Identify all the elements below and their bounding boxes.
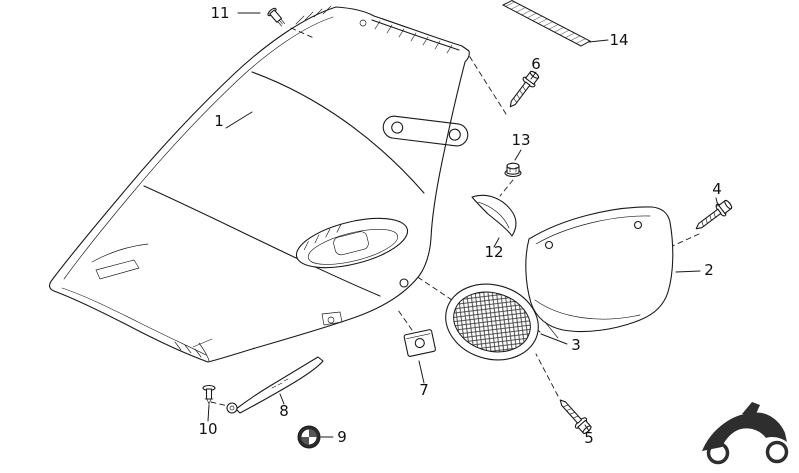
- part-13-nut: [504, 162, 522, 178]
- part-2-side-cover-panel: [525, 206, 674, 339]
- callout-4[interactable]: 4: [712, 180, 722, 198]
- part-12-trim-strip: [471, 194, 517, 237]
- callout-12[interactable]: 12: [484, 243, 503, 261]
- leader-lines: [207, 12, 719, 438]
- callout-6[interactable]: 6: [531, 55, 541, 73]
- vehicle-thumbnail: [702, 402, 789, 465]
- part-6-screw: [504, 68, 542, 112]
- part-9-roundel-emblem: [297, 425, 321, 449]
- callout-13[interactable]: 13: [511, 131, 530, 149]
- callout-3[interactable]: 3: [571, 336, 581, 354]
- part-11-expansion-rivet: [267, 7, 285, 27]
- part-1-fairing-side-section: [49, 5, 470, 363]
- callout-1[interactable]: 1: [214, 112, 224, 130]
- part-7-mounting-plate: [403, 329, 436, 357]
- part-3-grille-insert: [445, 283, 539, 361]
- fairing-upper-bracket: [382, 115, 469, 147]
- callout-9[interactable]: 9: [337, 428, 347, 446]
- callout-11[interactable]: 11: [210, 4, 229, 22]
- part-14-seal-strip: [501, 0, 592, 47]
- part-10-push-rivet: [202, 384, 216, 405]
- callout-7[interactable]: 7: [419, 381, 429, 399]
- callouts: 1 2 3 4 5 6 7 8 9 10 11 12 13 14: [198, 4, 721, 447]
- callout-10[interactable]: 10: [198, 420, 217, 438]
- part-4-screw: [691, 197, 735, 235]
- callout-2[interactable]: 2: [704, 261, 714, 279]
- callout-14[interactable]: 14: [609, 31, 628, 49]
- fairing-cockpit-opening: [295, 217, 409, 269]
- callout-8[interactable]: 8: [279, 402, 289, 420]
- part-8-decor-strip: [226, 356, 324, 414]
- callout-5[interactable]: 5: [584, 429, 594, 447]
